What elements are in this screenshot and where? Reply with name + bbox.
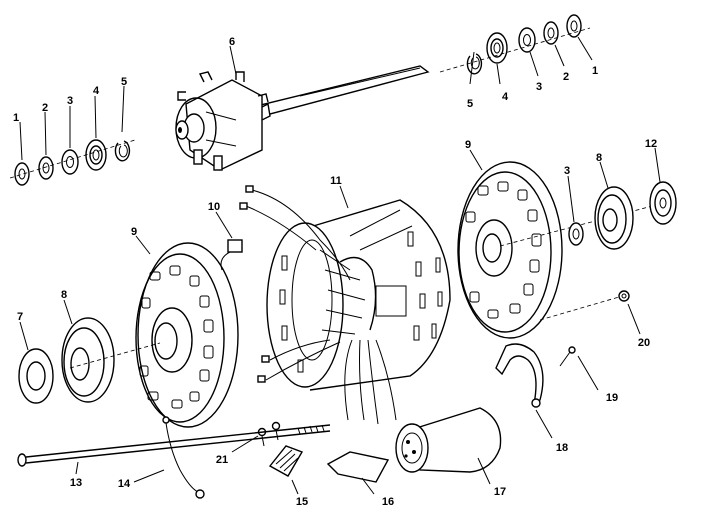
capacitor <box>395 407 502 473</box>
washer-3-left <box>61 149 79 175</box>
callout-15: 15 <box>296 496 308 508</box>
callout-5-right: 5 <box>467 98 473 110</box>
screw <box>559 346 576 367</box>
washer-4-left <box>85 139 107 171</box>
washer-3-right <box>518 27 536 53</box>
washer-2-right <box>543 21 559 45</box>
callout-19: 19 <box>606 392 618 404</box>
bearing-cap-left <box>61 317 115 403</box>
terminal-board <box>268 445 304 477</box>
callout-16: 16 <box>382 496 394 508</box>
callout-11: 11 <box>330 175 342 187</box>
callout-9-left: 9 <box>131 226 137 238</box>
capacitor-bracket <box>495 343 544 408</box>
nut <box>618 290 630 302</box>
bearing-cap-right <box>594 186 634 250</box>
callout-20: 20 <box>638 337 650 349</box>
callout-12: 12 <box>645 138 657 150</box>
terminal-connector <box>220 239 243 271</box>
terminal-screws <box>257 421 281 447</box>
end-bell-left-vents <box>139 265 214 409</box>
callout-8-left: 8 <box>61 289 67 301</box>
callout-14: 14 <box>118 478 131 490</box>
leader-lines <box>19 36 661 495</box>
seal-washer-left <box>18 348 54 404</box>
callout-5-left: 5 <box>121 76 127 88</box>
capacitor-insulator <box>326 451 390 483</box>
callout-9-right: 9 <box>465 139 471 151</box>
callout-3-right: 3 <box>536 81 542 93</box>
lead-wires <box>239 185 397 425</box>
stator-housing <box>266 199 451 391</box>
housing-vent-slots <box>279 231 443 373</box>
retaining-ring-5-right <box>466 53 483 75</box>
washer-1-right <box>566 14 582 38</box>
callout-1-left: 1 <box>13 112 19 124</box>
washer-set-left <box>9 139 136 186</box>
washer-1-left <box>14 162 30 186</box>
callout-18: 18 <box>556 442 568 454</box>
rotor-shaft <box>175 65 430 171</box>
end-bell-right-vents <box>465 181 542 319</box>
callout-3-left: 3 <box>67 95 73 107</box>
washer-4-right <box>486 32 508 64</box>
callout-4-left: 4 <box>93 85 100 97</box>
retaining-ring-5-left <box>114 140 131 162</box>
callout-4-right: 4 <box>502 91 509 103</box>
end-bell-right <box>457 161 563 339</box>
callout-3-middle: 3 <box>564 165 570 177</box>
callout-1-right: 1 <box>592 65 598 77</box>
washer-set-right <box>439 14 591 75</box>
end-bell-left <box>135 242 239 428</box>
callout-21: 21 <box>216 454 228 466</box>
callout-17: 17 <box>494 486 506 498</box>
callout-2-right: 2 <box>563 71 569 83</box>
washer-3-middle <box>568 222 584 246</box>
callout-13: 13 <box>70 477 82 489</box>
seal-cap-right <box>649 181 677 225</box>
callout-8-right: 8 <box>596 152 602 164</box>
ground-wire <box>162 416 205 499</box>
callout-6: 6 <box>229 36 235 48</box>
callout-labels: 1 2 3 4 5 6 5 4 3 2 1 9 3 8 12 11 10 9 8… <box>13 36 657 508</box>
callout-10: 10 <box>208 201 220 213</box>
callout-2-left: 2 <box>42 102 48 114</box>
washer-2-left <box>38 156 54 180</box>
through-bolt <box>17 424 331 467</box>
callout-7: 7 <box>17 311 23 323</box>
